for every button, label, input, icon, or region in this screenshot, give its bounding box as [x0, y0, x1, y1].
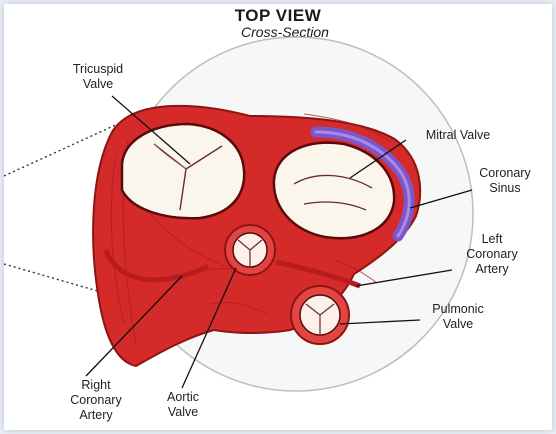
diagram-subtitle: Cross-Section: [241, 24, 329, 40]
aortic-valve-shape: [224, 224, 276, 276]
left-coronary-artery-vessel: [275, 259, 361, 289]
label-left-coronary-artery: Left Coronary Artery: [466, 232, 518, 276]
label-mitral-valve: Mitral Valve: [425, 128, 491, 142]
leader-pulmonic-valve: [339, 319, 421, 325]
label-coronary-sinus: Coronary Sinus: [479, 166, 531, 195]
leader-tricuspid-valve: [111, 95, 191, 165]
leader-right-coronary-artery: [85, 275, 183, 377]
right-coronary-artery-vessel: [103, 249, 210, 283]
label-pulmonic-valve: Pulmonic Valve: [432, 302, 484, 331]
leader-left-coronary-artery: [355, 269, 453, 287]
projection-line-top: [4, 121, 123, 177]
diagram-title: TOP VIEW: [234, 6, 322, 25]
image-frame: TOP VIEW Cross-Section: [4, 4, 552, 430]
projection-line-bottom: [4, 263, 123, 299]
leader-mitral-valve: [349, 139, 407, 179]
label-tricuspid-valve: Tricuspid Valve: [72, 62, 124, 91]
pulmonic-valve-shape: [290, 285, 350, 345]
label-right-coronary-artery: Right Coronary Artery: [70, 378, 122, 422]
label-aortic-valve: Aortic Valve: [167, 390, 199, 419]
heart-cross-section-illustration: [4, 36, 474, 392]
tricuspid-valve-shape: [120, 122, 246, 220]
mitral-valve-shape: [272, 141, 396, 240]
leader-coronary-sinus: [409, 189, 473, 209]
leader-aortic-valve: [181, 267, 237, 389]
